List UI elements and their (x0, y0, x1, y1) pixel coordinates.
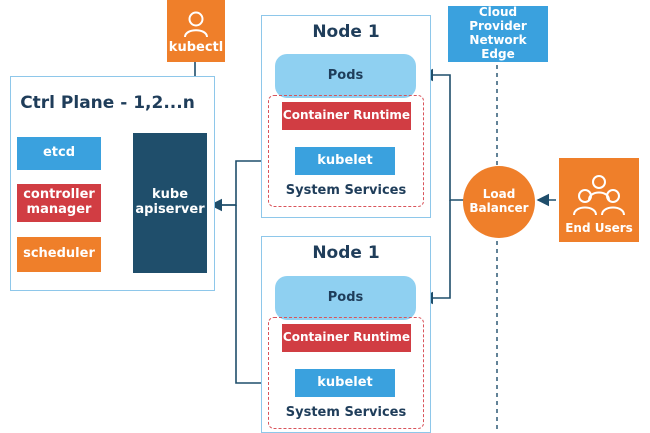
kube-apiserver-box: kube apiserver (133, 133, 207, 273)
users-group-icon (573, 175, 625, 216)
user-icon (184, 11, 208, 38)
node-title-1: Node 1 (312, 22, 380, 42)
cloud-edge-box: Cloud Provider Network Edge (448, 6, 548, 62)
pods-area-1 (275, 54, 416, 98)
lb-pods-1-connector (420, 68, 468, 201)
system-services-label-1: System Services (285, 183, 407, 198)
kubelet-box-1: kubelet (295, 147, 395, 175)
lb-pods-2-connector (420, 200, 451, 305)
kubelet-box-2: kubelet (295, 369, 395, 397)
system-services-group-2 (268, 317, 424, 429)
end-users-label: End Users (565, 221, 633, 236)
controller-manager-box: controller manager (17, 184, 101, 222)
end-users-box: End Users (559, 158, 639, 242)
kubectl-box: kubectl (167, 0, 225, 62)
load-balancer-circle: Load Balancer (463, 166, 535, 238)
etcd-box: etcd (17, 137, 101, 170)
pods-label-2: Pods (327, 290, 364, 305)
scheduler-box: scheduler (17, 237, 101, 272)
system-services-group-1 (268, 95, 424, 207)
kubectl-label: kubectl (168, 40, 224, 56)
pods-area-2 (275, 276, 416, 320)
system-services-label-2: System Services (285, 405, 407, 420)
control-plane-title: Ctrl Plane - 1,2...n (20, 93, 195, 113)
container-runtime-box-2: Container Runtime (282, 324, 411, 352)
pods-label-1: Pods (327, 68, 364, 83)
node-title-2: Node 1 (312, 243, 380, 263)
container-runtime-box-1: Container Runtime (282, 102, 411, 130)
